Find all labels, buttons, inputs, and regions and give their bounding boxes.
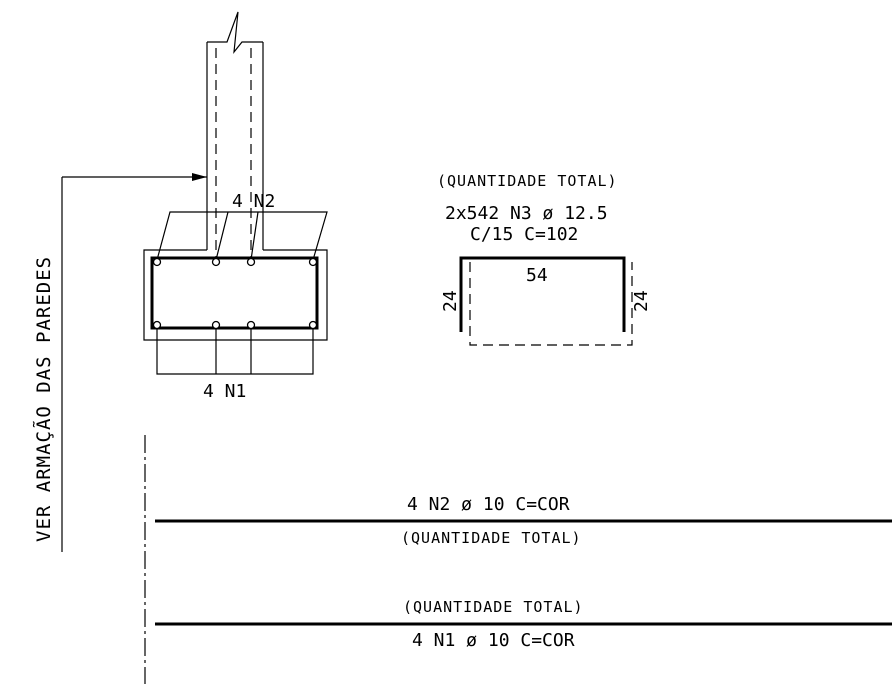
rebar-top-3 [246,257,256,267]
rebar-bottom-1 [152,320,162,330]
rebar-bottom-2 [211,320,221,330]
rebar-top-4 [308,257,318,267]
rebar-bottom-4 [308,320,318,330]
bottom-bars-leader-outer [156,326,314,375]
stirrup-quantity-note: (QUANTIDADE TOTAL) [437,172,618,190]
wall-stub [206,11,264,260]
top-bars-label: 4 N2 [232,191,275,212]
top-bars-leader-2 [215,211,229,261]
wall-note-text: VER ARMAÇÃO DAS PAREDES [32,256,55,542]
stirrup-dim-right: 24 [631,290,652,312]
stirrup-dim-top: 54 [526,265,548,286]
stirrup-spec-line2: C/15 C=102 [470,224,578,245]
top-bars-leader-outer [156,211,328,261]
bottom-bars-label: 4 N1 [203,381,246,402]
wall-reference-note: VER ARMAÇÃO DAS PAREDES [32,173,207,552]
bar-n1-spec: 4 N1 ø 10 C=COR [412,630,575,651]
stirrup-shape [459,256,626,332]
break-line-icon [207,11,263,54]
bar-n1-detail: (QUANTIDADE TOTAL) 4 N1 ø 10 C=COR [155,598,892,651]
top-bars-leader-3 [250,211,259,261]
leader-arrowhead-icon [192,173,207,181]
bar-n2-detail: 4 N2 ø 10 C=COR (QUANTIDADE TOTAL) [155,494,892,547]
rebar-top-2 [211,257,221,267]
footing-stirrup [150,256,319,330]
stirrup-detail: (QUANTIDADE TOTAL) 2x542 N3 ø 12.5 C/15 … [437,172,652,346]
footing-section: 4 N2 4 N1 [143,191,328,402]
bar-n1-quantity-note: (QUANTIDADE TOTAL) [403,598,584,616]
bar-n2-spec: 4 N2 ø 10 C=COR [407,494,570,515]
stirrup-spec-line1: 2x542 N3 ø 12.5 [445,203,608,224]
rebar-bottom-3 [246,320,256,330]
rebar-top-1 [152,257,162,267]
stirrup-dashed-outline [469,262,633,346]
stirrup-dim-left: 24 [440,290,461,312]
bar-n2-quantity-note: (QUANTIDADE TOTAL) [401,529,582,547]
